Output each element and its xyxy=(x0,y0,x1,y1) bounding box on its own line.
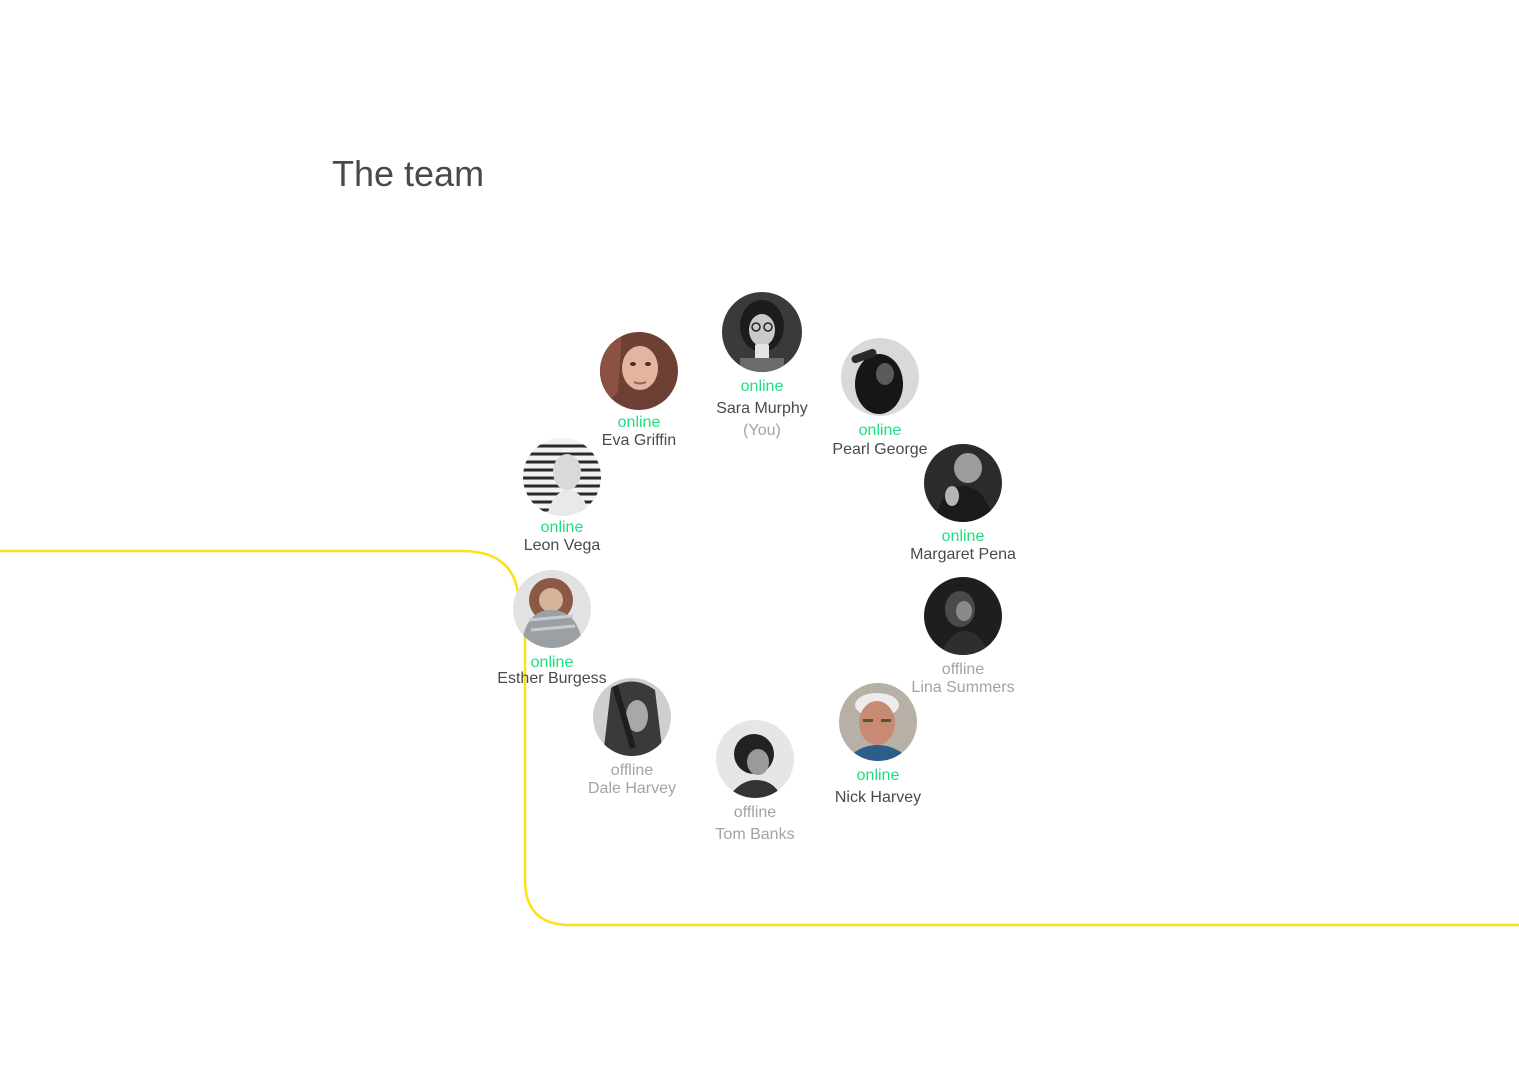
team-member-sara-murphy[interactable]: online Sara Murphy (You) xyxy=(682,292,842,440)
avatar-leon-vega[interactable] xyxy=(523,438,601,516)
avatar-dale-harvey[interactable] xyxy=(593,678,671,756)
avatar-margaret-pena[interactable] xyxy=(924,444,1002,522)
team-member-tom-banks[interactable]: offline Tom Banks xyxy=(675,720,835,844)
name-tom-banks: Tom Banks xyxy=(715,826,795,843)
team-member-pearl-george[interactable]: online Pearl George xyxy=(800,338,960,459)
name-sara-murphy: Sara Murphy xyxy=(716,400,808,417)
team-member-leon-vega[interactable]: online Leon Vega xyxy=(482,438,642,555)
team-member-esther-burgess[interactable]: online Esther Burgess xyxy=(472,570,632,688)
avatar-tom-banks[interactable] xyxy=(716,720,794,798)
name-lina-summers: Lina Summers xyxy=(911,679,1015,696)
status-lina-summers: offline xyxy=(941,661,985,678)
name-dale-harvey: Dale Harvey xyxy=(587,780,677,797)
status-dale-harvey: offline xyxy=(610,762,654,779)
avatar-lina-summers[interactable] xyxy=(924,577,1002,655)
status-esther-burgess: online xyxy=(530,654,574,671)
you-label: (You) xyxy=(743,422,781,439)
team-member-margaret-pena[interactable]: online Margaret Pena xyxy=(883,444,1043,564)
status-eva-griffin: online xyxy=(617,414,661,431)
name-margaret-pena: Margaret Pena xyxy=(910,546,1016,563)
avatar-nick-harvey[interactable] xyxy=(839,683,917,761)
avatar-esther-burgess[interactable] xyxy=(513,570,591,648)
team-member-dale-harvey[interactable]: offline Dale Harvey xyxy=(552,678,712,798)
name-eva-griffin: Eva Griffin xyxy=(601,432,677,449)
status-pearl-george: online xyxy=(858,422,902,439)
status-nick-harvey: online xyxy=(856,767,900,784)
status-tom-banks: offline xyxy=(733,804,777,821)
team-member-eva-griffin[interactable]: online Eva Griffin xyxy=(559,332,719,450)
name-leon-vega: Leon Vega xyxy=(523,537,601,554)
avatar-pearl-george[interactable] xyxy=(841,338,919,416)
avatar-sara-murphy[interactable] xyxy=(722,292,802,372)
name-pearl-george: Pearl George xyxy=(832,441,928,458)
name-esther-burgess: Esther Burgess xyxy=(497,670,607,687)
status-sara-murphy: online xyxy=(740,378,784,395)
status-leon-vega: online xyxy=(540,519,584,536)
team-member-lina-summers[interactable]: offline Lina Summers xyxy=(883,577,1043,697)
page-title: The team xyxy=(332,153,485,194)
name-nick-harvey: Nick Harvey xyxy=(834,789,922,806)
avatar-eva-griffin[interactable] xyxy=(600,332,678,410)
team-member-nick-harvey[interactable]: online Nick Harvey xyxy=(798,683,958,807)
status-margaret-pena: online xyxy=(941,528,985,545)
